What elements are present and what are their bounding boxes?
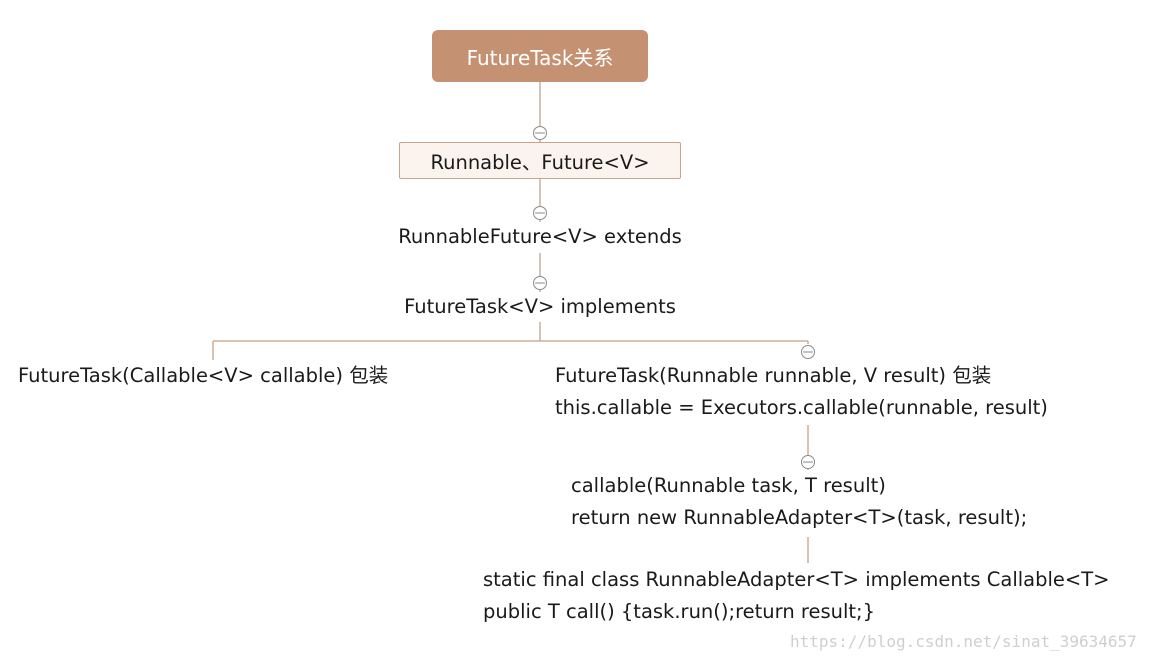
collapse-icon: [533, 206, 547, 220]
runnable-adapter-line1: static final class RunnableAdapter<T> im…: [483, 568, 1110, 591]
callable-constructor-node[interactable]: FutureTask(Callable<V> callable) 包装: [18, 360, 388, 392]
futuretask-implements-label: FutureTask<V> implements: [404, 295, 676, 318]
collapse-icon: [801, 455, 815, 469]
runnable-future-extends-label: RunnableFuture<V> extends: [398, 225, 682, 248]
collapse-icon: [533, 276, 547, 290]
collapse-icon: [801, 345, 815, 359]
futuretask-implements-node[interactable]: FutureTask<V> implements: [404, 291, 676, 323]
watermark: https://blog.csdn.net/sinat_39634657: [790, 632, 1137, 651]
callable-constructor-label: FutureTask(Callable<V> callable) 包装: [18, 364, 389, 387]
collapse-icon: [533, 126, 547, 140]
runnable-adapter-node[interactable]: static final class RunnableAdapter<T> im…: [483, 564, 1110, 628]
runnable-future-node[interactable]: Runnable、Future<V>: [399, 142, 681, 179]
root-node[interactable]: FutureTask关系: [432, 30, 648, 82]
executors-callable-node[interactable]: callable(Runnable task, T result) return…: [571, 470, 1027, 534]
root-node-label: FutureTask关系: [466, 45, 614, 70]
runnable-constructor-node[interactable]: FutureTask(Runnable runnable, V result) …: [555, 360, 1048, 424]
runnable-constructor-line2: this.callable = Executors.callable(runna…: [555, 396, 1048, 419]
runnable-future-extends-node[interactable]: RunnableFuture<V> extends: [398, 221, 682, 253]
executors-callable-line2: return new RunnableAdapter<T>(task, resu…: [571, 506, 1028, 529]
runnable-future-label: Runnable、Future<V>: [430, 151, 650, 174]
runnable-adapter-line2: public T call() {task.run();return resul…: [483, 600, 876, 623]
executors-callable-line1: callable(Runnable task, T result): [571, 474, 886, 497]
runnable-constructor-line1: FutureTask(Runnable runnable, V result) …: [555, 364, 992, 387]
